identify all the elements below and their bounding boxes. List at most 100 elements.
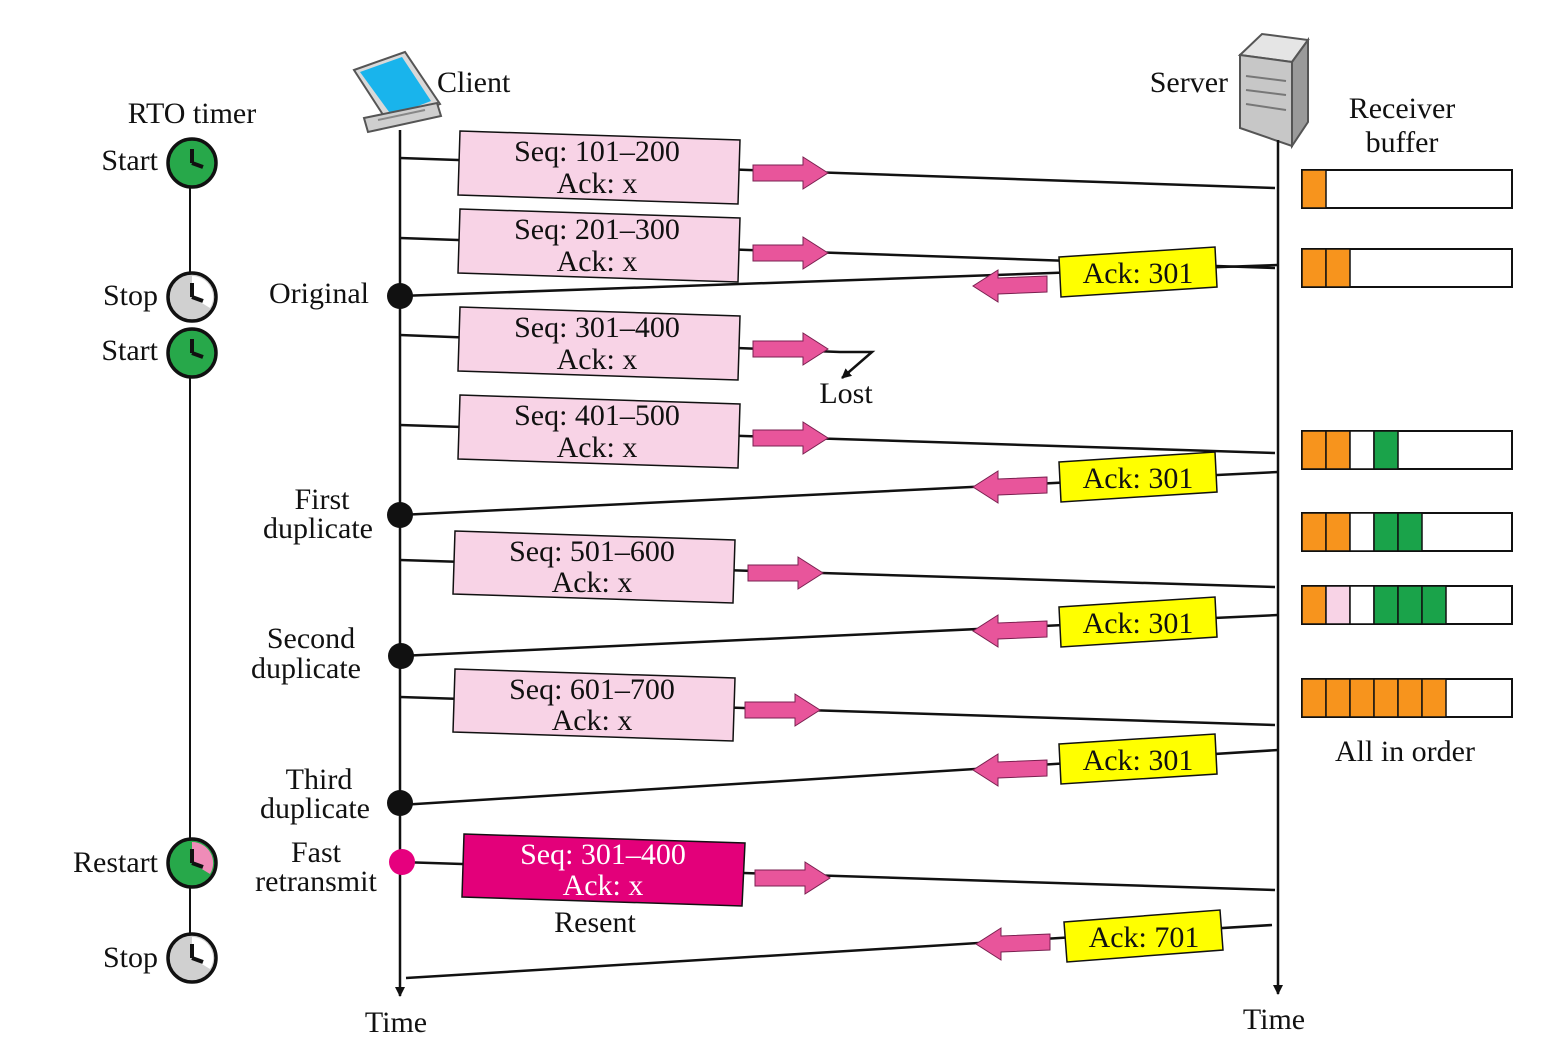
segment-seq: Seq: 401–500 [514,399,680,432]
client-event-label: duplicate [251,652,361,685]
buffer-cell [1301,512,1327,552]
client-event-label: duplicate [260,792,370,825]
buffer-cell [1325,512,1351,552]
ack-segment: Ack: 301 [399,246,1279,303]
receiver-buffer [1301,169,1513,209]
ack-label: Ack: 301 [1083,744,1194,777]
segment-ack: Ack: x [563,869,644,902]
client-event-label: duplicate [263,512,373,545]
timer-label: Start [101,144,158,177]
segment-ack: Ack: x [557,245,638,278]
ack-label: Ack: 301 [1083,607,1194,640]
client-event-label: Second [267,622,355,655]
timer-event: Stop [103,271,218,323]
segment-seq: Seq: 301–400 [520,838,686,871]
client-label: Client [437,66,511,99]
segment-ack: Ack: x [557,343,638,376]
laptop-icon [352,50,443,134]
segment-seq: Seq: 501–600 [509,535,675,568]
buffer-cell [1397,678,1423,718]
client-event-dot [388,643,414,669]
ack-segment: Ack: 301 [399,733,1279,807]
buffer-cell [1421,678,1447,718]
receiver-buffer-label-2: buffer [1366,126,1439,159]
buffer-cell [1301,248,1327,288]
data-segment: Seq: 401–500 Ack: x [399,394,1276,469]
data-segment: Seq: 601–700 Ack: x [399,668,1276,742]
buffer-cell [1421,585,1447,625]
fast-retransmit-dot [389,849,415,875]
segment-ack: Ack: x [552,566,633,599]
segment-seq: Seq: 101–200 [514,135,680,168]
receiver-buffer [1301,512,1513,552]
receiver-buffer [1301,678,1513,718]
ack-segment: Ack: 301 [399,596,1279,658]
arrow-right-icon [754,861,831,895]
arrow-left-icon [972,470,1048,504]
arrow-right-icon [752,156,829,190]
buffer-cell [1349,678,1375,718]
client-event-label: retransmit [255,865,377,898]
clock-stopped-icon [166,932,218,984]
timer-label: Stop [103,279,158,312]
segment-ack: Ack: x [557,431,638,464]
buffer-cell [1349,430,1375,470]
arrow-right-icon [744,693,821,727]
receiver-buffer [1301,248,1513,288]
server-icon [1237,32,1310,150]
data-segment-resent: Seq: 301–400 Ack: x Resent [399,833,1276,939]
arrow-left-icon [975,927,1051,961]
buffer-cell [1397,585,1423,625]
segment-seq: Seq: 601–700 [509,673,675,706]
buffer-cell [1373,585,1399,625]
clock-running-icon [166,837,218,889]
arrow-right-icon [747,556,824,590]
buffer-cell [1349,512,1375,552]
buffer-cell [1349,585,1375,625]
rto-timer-label: RTO timer [128,97,256,130]
clock-running-icon [166,137,218,189]
client-event-dot [387,790,413,816]
buffer-cell [1301,585,1327,625]
client-event-label: Third [286,763,353,796]
timer-label: Stop [103,941,158,974]
arrow-left-icon [972,614,1048,648]
timer-event: Restart [73,837,218,889]
buffer-cell [1301,430,1327,470]
server-time-label: Time [1243,1003,1305,1036]
ack-label: Ack: 701 [1089,921,1200,954]
ack-segment: Ack: 701 [405,909,1273,980]
arrow-right-icon [752,236,829,270]
buffer-cell [1373,512,1399,552]
server-label: Server [1150,66,1228,99]
buffer-cell [1301,678,1327,718]
resent-label: Resent [554,906,636,939]
arrow-right-icon [752,421,829,455]
lost-label: Lost [819,377,873,410]
segment-ack: Ack: x [557,167,638,200]
buffer-cell [1301,169,1327,209]
ack-label: Ack: 301 [1083,462,1194,495]
arrow-left-icon [972,269,1048,303]
receiver-buffer-label-1: Receiver [1349,92,1456,125]
buffer-frame [1301,169,1513,209]
data-segment: Seq: 201–300 Ack: x [399,208,1276,283]
data-segment-lost: Seq: 301–400 Ack: x Lost [399,306,876,410]
buffer-cell [1325,585,1351,625]
clock-running-icon [166,327,218,379]
all-in-order-label: All in order [1335,735,1475,768]
clock-stopped-icon [166,271,218,323]
client-event-label: First [294,483,350,516]
buffer-cell [1373,430,1399,470]
timer-label: Start [101,334,158,367]
buffer-cell [1325,248,1351,288]
client-event-label: Fast [291,836,342,869]
buffer-cell [1325,430,1351,470]
ack-label: Ack: 301 [1083,257,1194,290]
buffer-cell [1397,512,1423,552]
segment-seq: Seq: 301–400 [514,311,680,344]
segment-ack: Ack: x [552,704,633,737]
receiver-buffer [1301,585,1513,625]
timer-event: Start [101,137,218,189]
